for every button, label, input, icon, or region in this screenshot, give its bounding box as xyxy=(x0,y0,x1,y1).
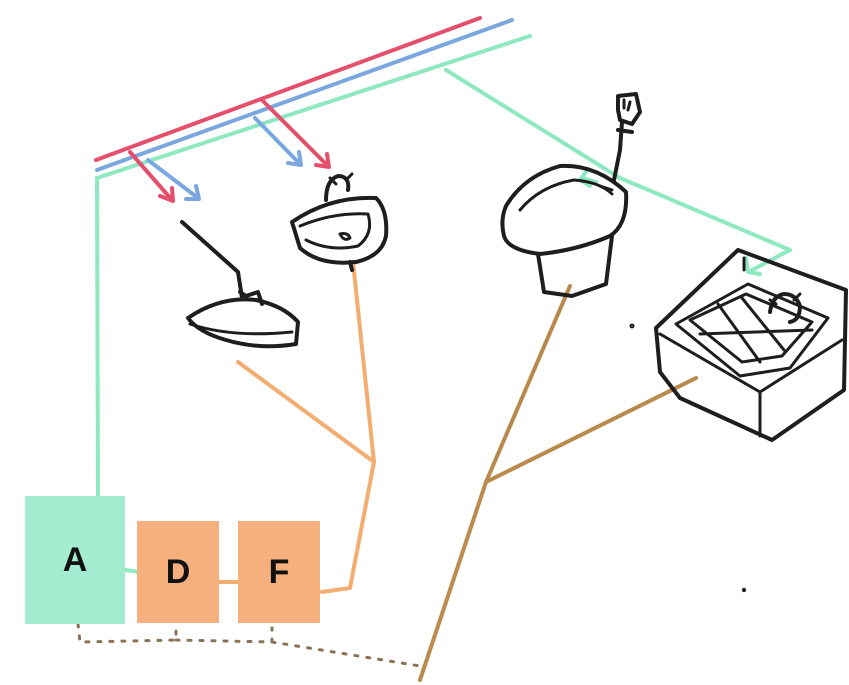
toilet-fixture xyxy=(502,94,640,296)
basin-cold-branch xyxy=(255,118,301,165)
toilet-supply-branch xyxy=(446,70,620,186)
box-f: F xyxy=(238,521,320,623)
ground-dotted-line xyxy=(78,624,420,666)
supply-main-pipe xyxy=(97,36,530,178)
box-d-label: D xyxy=(166,553,191,592)
box-a: A xyxy=(25,496,125,624)
box-f-label: F xyxy=(269,553,290,592)
washbasin-fixture xyxy=(292,174,386,270)
cold-water-main-pipe xyxy=(97,20,512,170)
box-d: D xyxy=(137,521,219,623)
hot-water-main-pipe xyxy=(96,18,480,160)
black-water-drain xyxy=(420,286,696,680)
shower-head-fixture xyxy=(182,222,298,346)
laundry-sink-fixture xyxy=(656,250,846,440)
box-a-label: A xyxy=(63,541,88,580)
